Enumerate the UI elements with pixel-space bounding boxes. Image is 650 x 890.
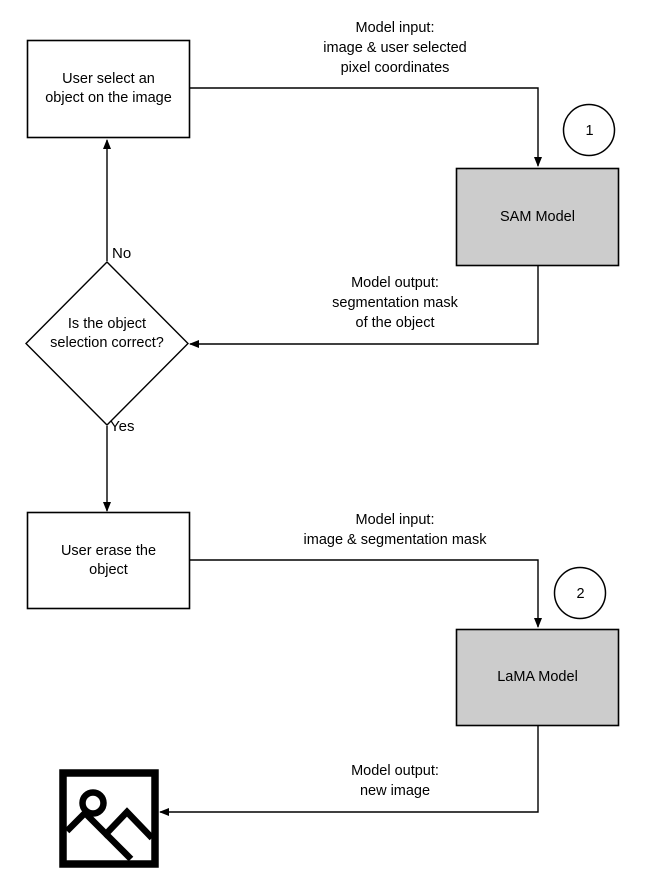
step-marker-1-circle xyxy=(562,103,616,157)
step-marker-2-circle xyxy=(553,566,607,620)
edge-sam-to-decision xyxy=(189,266,539,348)
edge-lama-to-result xyxy=(159,726,539,816)
node-user-erase-box[interactable] xyxy=(26,511,191,610)
edge-select-to-sam xyxy=(189,87,542,167)
edge-label-sam-output: Model output: segmentation mask of the o… xyxy=(332,275,458,331)
edge-label-lama-input: Model input: image & segmentation mask xyxy=(303,512,487,548)
node-sam-model-box[interactable] xyxy=(455,167,620,267)
branch-label-yes: Yes xyxy=(110,418,135,435)
image-icon[interactable] xyxy=(59,769,159,868)
step-marker-2-label: 2 xyxy=(576,585,585,602)
step-marker-1-label: 1 xyxy=(585,122,594,139)
branch-label-no: No xyxy=(112,245,132,262)
edge-label-lama-output: Model output: new image xyxy=(351,763,439,799)
edge-label-sam-input: Model input: image & user selected pixel… xyxy=(323,20,467,76)
node-user-select-box[interactable] xyxy=(26,39,191,139)
node-lama-model-box[interactable] xyxy=(455,628,620,727)
node-decision-diamond[interactable] xyxy=(25,261,189,426)
edge-erase-to-lama xyxy=(189,559,542,628)
